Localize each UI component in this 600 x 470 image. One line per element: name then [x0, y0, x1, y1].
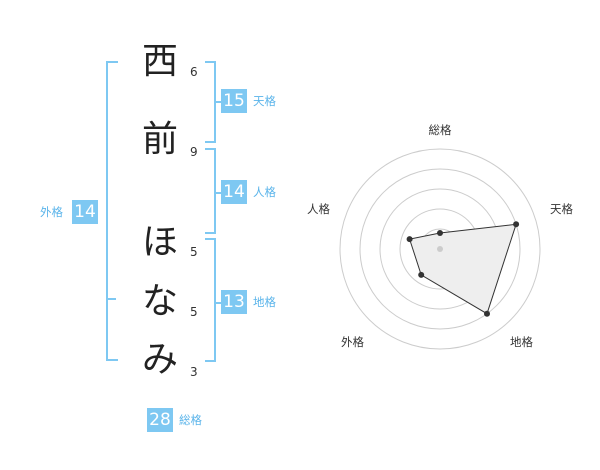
stroke-count-4: 5: [190, 305, 198, 319]
stroke-count-3: 5: [190, 245, 198, 259]
gaikaku-bracket: [106, 61, 118, 361]
chikaku-score: 13: [221, 290, 247, 314]
chikaku-label: 地格: [253, 295, 276, 309]
gaikaku-bracket-tick: [106, 298, 116, 300]
tenkaku-score: 15: [221, 89, 247, 113]
radar-point-2: [513, 221, 520, 228]
name-char-2: 前: [142, 119, 179, 160]
radar-point-3: [484, 310, 490, 317]
radar-label-soukaku: 総格: [429, 123, 452, 137]
soukaku-score: 28: [147, 408, 173, 432]
gaikaku-label: 外格: [40, 205, 63, 219]
radar-label-tenkaku: 天格: [550, 202, 573, 216]
radar-center-dot: [437, 246, 443, 252]
name-char-4: な: [142, 281, 179, 322]
radar-grid-ring-4: [359, 168, 521, 330]
jinkaku-bracket: [205, 148, 216, 234]
stroke-count-1: 6: [190, 65, 198, 79]
stroke-count-5: 3: [190, 365, 198, 379]
jinkaku-score: 14: [221, 180, 247, 204]
radar-point-5: [406, 236, 413, 243]
chikaku-bracket: [205, 238, 216, 362]
name-char-3: ほ: [142, 222, 179, 263]
chikaku-connector: [214, 302, 221, 304]
tenkaku-connector: [214, 101, 221, 103]
radar-point-4: [418, 271, 425, 278]
stroke-count-2: 9: [190, 145, 198, 159]
jinkaku-label: 人格: [253, 185, 276, 199]
tenkaku-label: 天格: [253, 94, 276, 108]
soukaku-label: 総格: [179, 413, 202, 427]
radar-point-1: [437, 230, 443, 236]
radar-grid-ring-5: [339, 148, 541, 350]
jinkaku-connector: [214, 192, 221, 194]
radar-label-chikaku: 地格: [510, 335, 533, 349]
gaikaku-score: 14: [72, 200, 98, 224]
radar-label-jinkaku: 人格: [307, 202, 330, 216]
fortune-radar-chart: 総格 天格 地格 外格 人格: [307, 123, 573, 350]
radar-area: [408, 223, 517, 315]
name-char-5: み: [142, 339, 179, 380]
radar-label-gaikaku: 外格: [341, 335, 364, 349]
name-char-1: 西: [142, 41, 179, 82]
